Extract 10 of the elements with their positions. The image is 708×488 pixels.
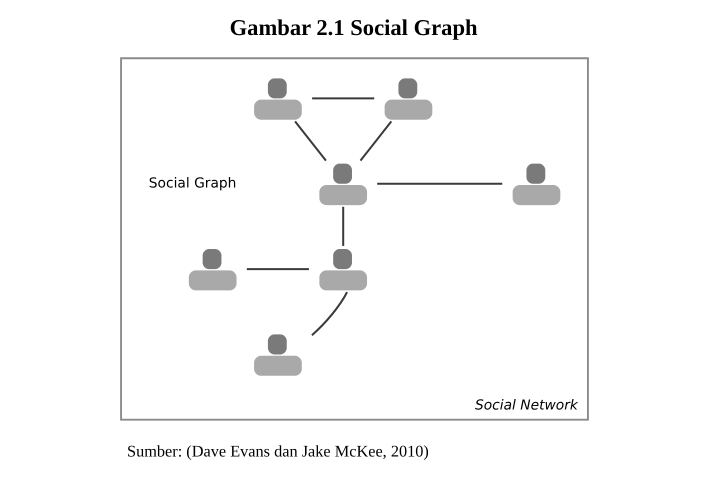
connector bbox=[342, 206, 344, 246]
connector bbox=[310, 292, 348, 336]
connector bbox=[294, 120, 326, 162]
connector bbox=[376, 182, 502, 185]
label: Social Graph bbox=[148, 175, 236, 192]
connector bbox=[246, 268, 308, 270]
diagram-title: Gambar 2.1 Social Graph bbox=[229, 14, 478, 40]
connector bbox=[359, 120, 392, 162]
connector bbox=[312, 97, 374, 100]
caption: Sumber: (Dave Evans dan Jake McKee, 2010) bbox=[126, 442, 428, 461]
